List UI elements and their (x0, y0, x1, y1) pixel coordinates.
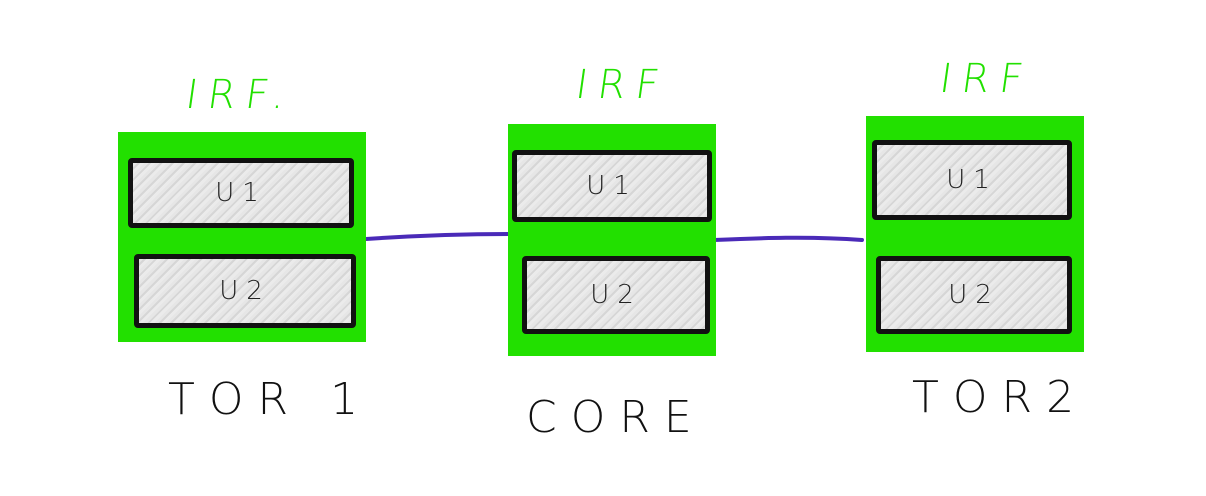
irf-group-tor2[interactable]: U1 U2 (866, 116, 1084, 352)
irf-label-tor2: IRF (936, 56, 1036, 102)
unit-label: U2 (948, 280, 1000, 310)
unit-label: U1 (586, 171, 638, 201)
unit-u1-tor2[interactable]: U1 (872, 140, 1072, 220)
link-core-tor2 (712, 235, 864, 242)
unit-label: U2 (219, 276, 271, 306)
node-title-tor2: TOR2 (912, 372, 1089, 423)
node-title-core: CORE (526, 392, 706, 443)
unit-label: U1 (946, 165, 998, 195)
unit-label: U2 (590, 280, 642, 310)
irf-group-core[interactable]: U1 U2 (508, 124, 716, 356)
unit-u1-tor1[interactable]: U1 (128, 158, 354, 228)
irf-label-core: IRF (572, 62, 672, 108)
unit-u1-core[interactable]: U1 (512, 150, 712, 222)
irf-label-tor1: IRF. (182, 72, 299, 118)
unit-label: U1 (215, 178, 267, 208)
node-title-tor1: TOR 1 (168, 374, 373, 425)
irf-group-tor1[interactable]: U1 U2 (118, 132, 366, 342)
unit-u2-core[interactable]: U2 (522, 256, 710, 334)
unit-u2-tor1[interactable]: U2 (134, 254, 356, 328)
link-tor1-core (364, 232, 514, 241)
unit-u2-tor2[interactable]: U2 (876, 256, 1072, 334)
